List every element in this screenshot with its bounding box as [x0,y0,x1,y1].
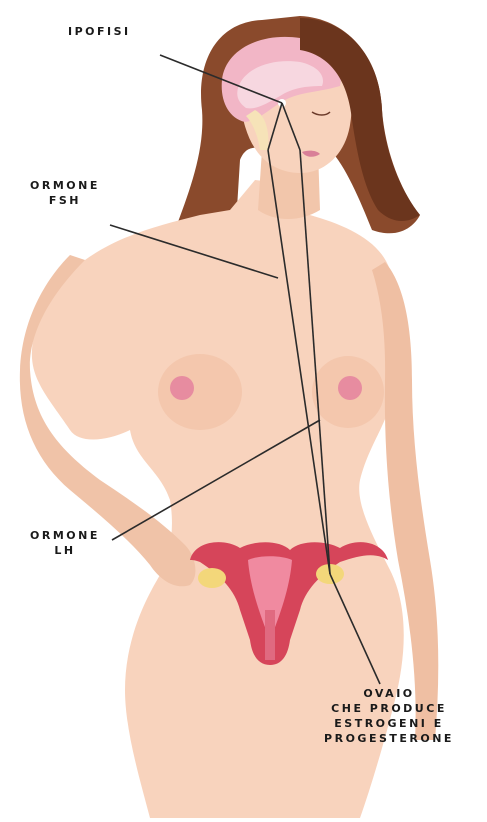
left-nipple [170,376,194,400]
label-ovaio-line-2: CHE PRODUCE [300,701,478,716]
label-lh-line-1: ORMONE [30,528,100,543]
label-ipofisi-text: IPOFISI [68,24,131,39]
label-ovaio-line-4: PROGESTERONE [300,731,478,746]
label-ormone-fsh: ORMONE FSH [30,178,100,208]
left-ovary [198,568,226,588]
label-ovaio-line-1: OVAIO [300,686,478,701]
left-breast [158,354,242,430]
label-ovaio: OVAIO CHE PRODUCE ESTROGENI E PROGESTERO… [300,686,478,746]
label-fsh-line-2: FSH [30,193,100,208]
label-fsh-line-1: ORMONE [30,178,100,193]
label-lh-line-2: LH [30,543,100,558]
label-ipofisi: IPOFISI [68,24,131,39]
label-ovaio-line-3: ESTROGENI E [300,716,478,731]
right-nipple [338,376,362,400]
label-ormone-lh: ORMONE LH [30,528,100,558]
